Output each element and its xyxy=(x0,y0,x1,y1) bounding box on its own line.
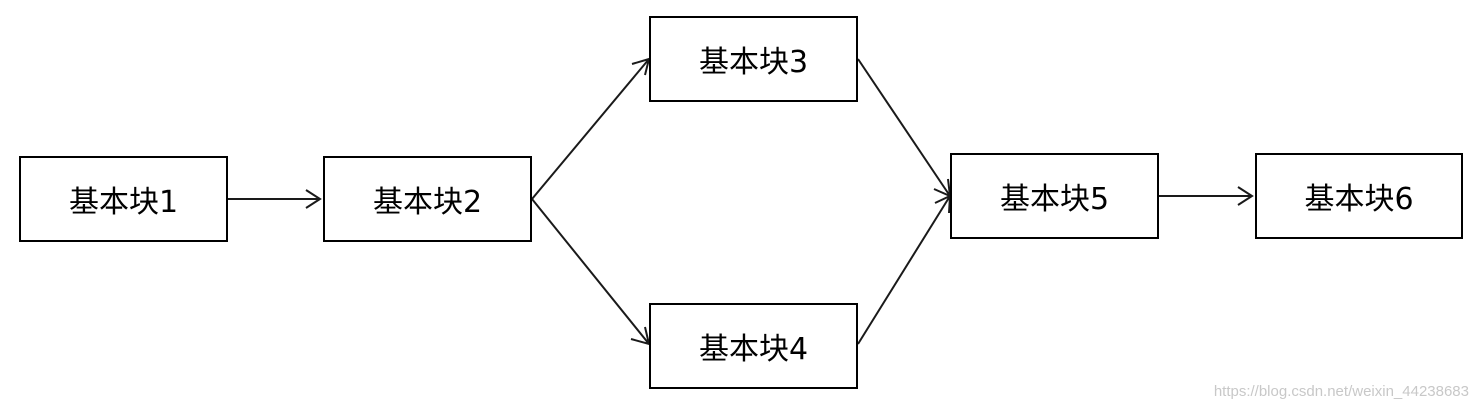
basic-block-5-label: 基本块5 xyxy=(999,182,1110,217)
basic-block-6: 基本块6 xyxy=(1255,153,1463,239)
basic-block-2-label: 基本块2 xyxy=(372,185,483,220)
edge-n3-n5 xyxy=(857,58,952,198)
watermark-text: https://blog.csdn.net/weixin_44238683 xyxy=(1213,383,1469,400)
basic-block-3: 基本块3 xyxy=(649,16,858,102)
basic-block-6-label: 基本块6 xyxy=(1304,182,1414,217)
basic-block-4-label: 基本块4 xyxy=(698,332,809,367)
edge-n1-n2 xyxy=(228,189,322,209)
edge-n2-n3 xyxy=(531,57,651,200)
basic-block-5: 基本块5 xyxy=(950,153,1159,239)
edge-n4-n5 xyxy=(857,194,952,345)
basic-block-1: 基本块1 xyxy=(19,156,228,242)
basic-block-4: 基本块4 xyxy=(649,303,858,389)
basic-block-3-label: 基本块3 xyxy=(698,45,809,80)
edge-n2-n4 xyxy=(531,198,651,346)
basic-block-2: 基本块2 xyxy=(323,156,532,242)
basic-block-1-label: 基本块1 xyxy=(68,185,179,220)
edge-n5-n6 xyxy=(1159,186,1254,206)
